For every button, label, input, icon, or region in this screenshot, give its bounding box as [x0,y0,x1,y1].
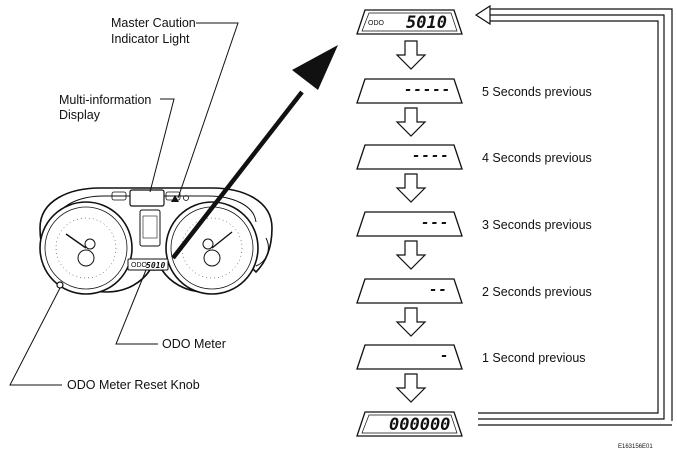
display-step-dashes: - [440,348,449,364]
display-step-dashes: ---- [412,148,450,164]
display-step-dashes: --- [421,215,449,231]
cluster-odo-tag: ODO [131,262,148,269]
odo-reset-knob[interactable] [56,281,64,289]
step-label: 5 Seconds previous [482,85,592,99]
odo-knob-label: ODO Meter Reset Knob [67,378,200,392]
down-arrow-icon [395,40,427,70]
odo-knob-leader [9,287,62,386]
display-step-1: - 1 Second previous [356,344,586,370]
cluster-odo-value: 5010 [146,261,165,270]
down-arrow-icon [395,107,427,137]
step-label: 3 Seconds previous [482,218,592,232]
display-step-3: --- 3 Seconds previous [356,211,592,237]
step-label: 1 Second previous [482,351,586,365]
display-initial-value: 5010 [406,13,447,33]
cluster-odo-window [127,258,169,271]
down-arrow-icon [395,173,427,203]
display-final: 000000 [356,411,463,437]
display-step-dashes: ----- [404,82,451,98]
master-caution-label: Master Caution [111,16,196,30]
down-arrow-icon [395,240,427,270]
multi-info-leader [149,98,175,193]
sequence-column: ODO 5010 ----- 5 Seconds previous ---- 4… [356,9,592,437]
figure-code: E163156E01 [618,444,653,450]
display-step-2: -- 2 Seconds previous [356,278,592,304]
display-initial-tag: ODO [368,20,385,27]
display-step-5: ----- 5 Seconds previous [356,78,592,104]
display-final-value: 000000 [389,415,450,435]
down-arrows [395,40,427,403]
tachometer-gauge [39,201,133,295]
zoom-arrow [171,45,338,260]
display-step-4: ---- 4 Seconds previous [356,144,592,170]
down-arrow-icon [395,307,427,337]
step-label: 4 Seconds previous [482,151,592,165]
master-caution-leader [177,22,239,199]
step-label: 2 Seconds previous [482,285,592,299]
multi-information-display [129,189,165,207]
display-step-dashes: -- [429,282,448,298]
loop-back-arrow [474,4,673,426]
odo-meter-leader [115,269,158,345]
odo-meter-label: ODO Meter [162,337,226,351]
warning-triangle-icon [171,195,179,202]
master-caution-label-2: Indicator Light [111,32,190,46]
multi-info-label: Multi-information [59,93,151,107]
instrument-cluster: ODO 5010 [39,187,273,295]
down-arrow-icon [395,373,427,403]
multi-info-label-2: Display [59,108,101,122]
display-initial: ODO 5010 [356,9,463,35]
